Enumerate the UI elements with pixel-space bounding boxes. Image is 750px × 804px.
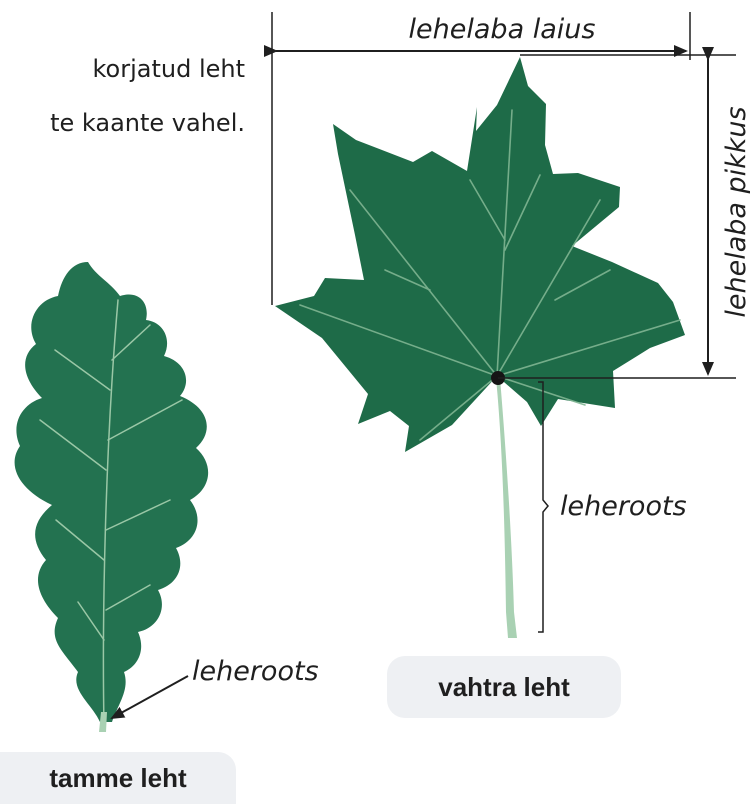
maple-petiole	[496, 378, 517, 638]
oak-leaf	[15, 262, 209, 732]
maple-caption: vahtra leht	[387, 656, 621, 718]
oak-petiole-label: leheroots	[192, 656, 319, 687]
blade-width-label: lehelaba laius	[409, 14, 596, 45]
maple-petiole-label: leheroots	[560, 491, 687, 522]
oak-caption: tamme leht	[0, 752, 236, 804]
oak-leaf-blade	[15, 262, 209, 722]
oak-caption-text: tamme leht	[49, 763, 186, 794]
maple-leaf	[275, 57, 685, 638]
maple-caption-text: vahtra leht	[438, 672, 570, 703]
blade-length-label: lehelaba pikkus	[721, 106, 750, 317]
maple-leaf-blade	[275, 57, 685, 452]
